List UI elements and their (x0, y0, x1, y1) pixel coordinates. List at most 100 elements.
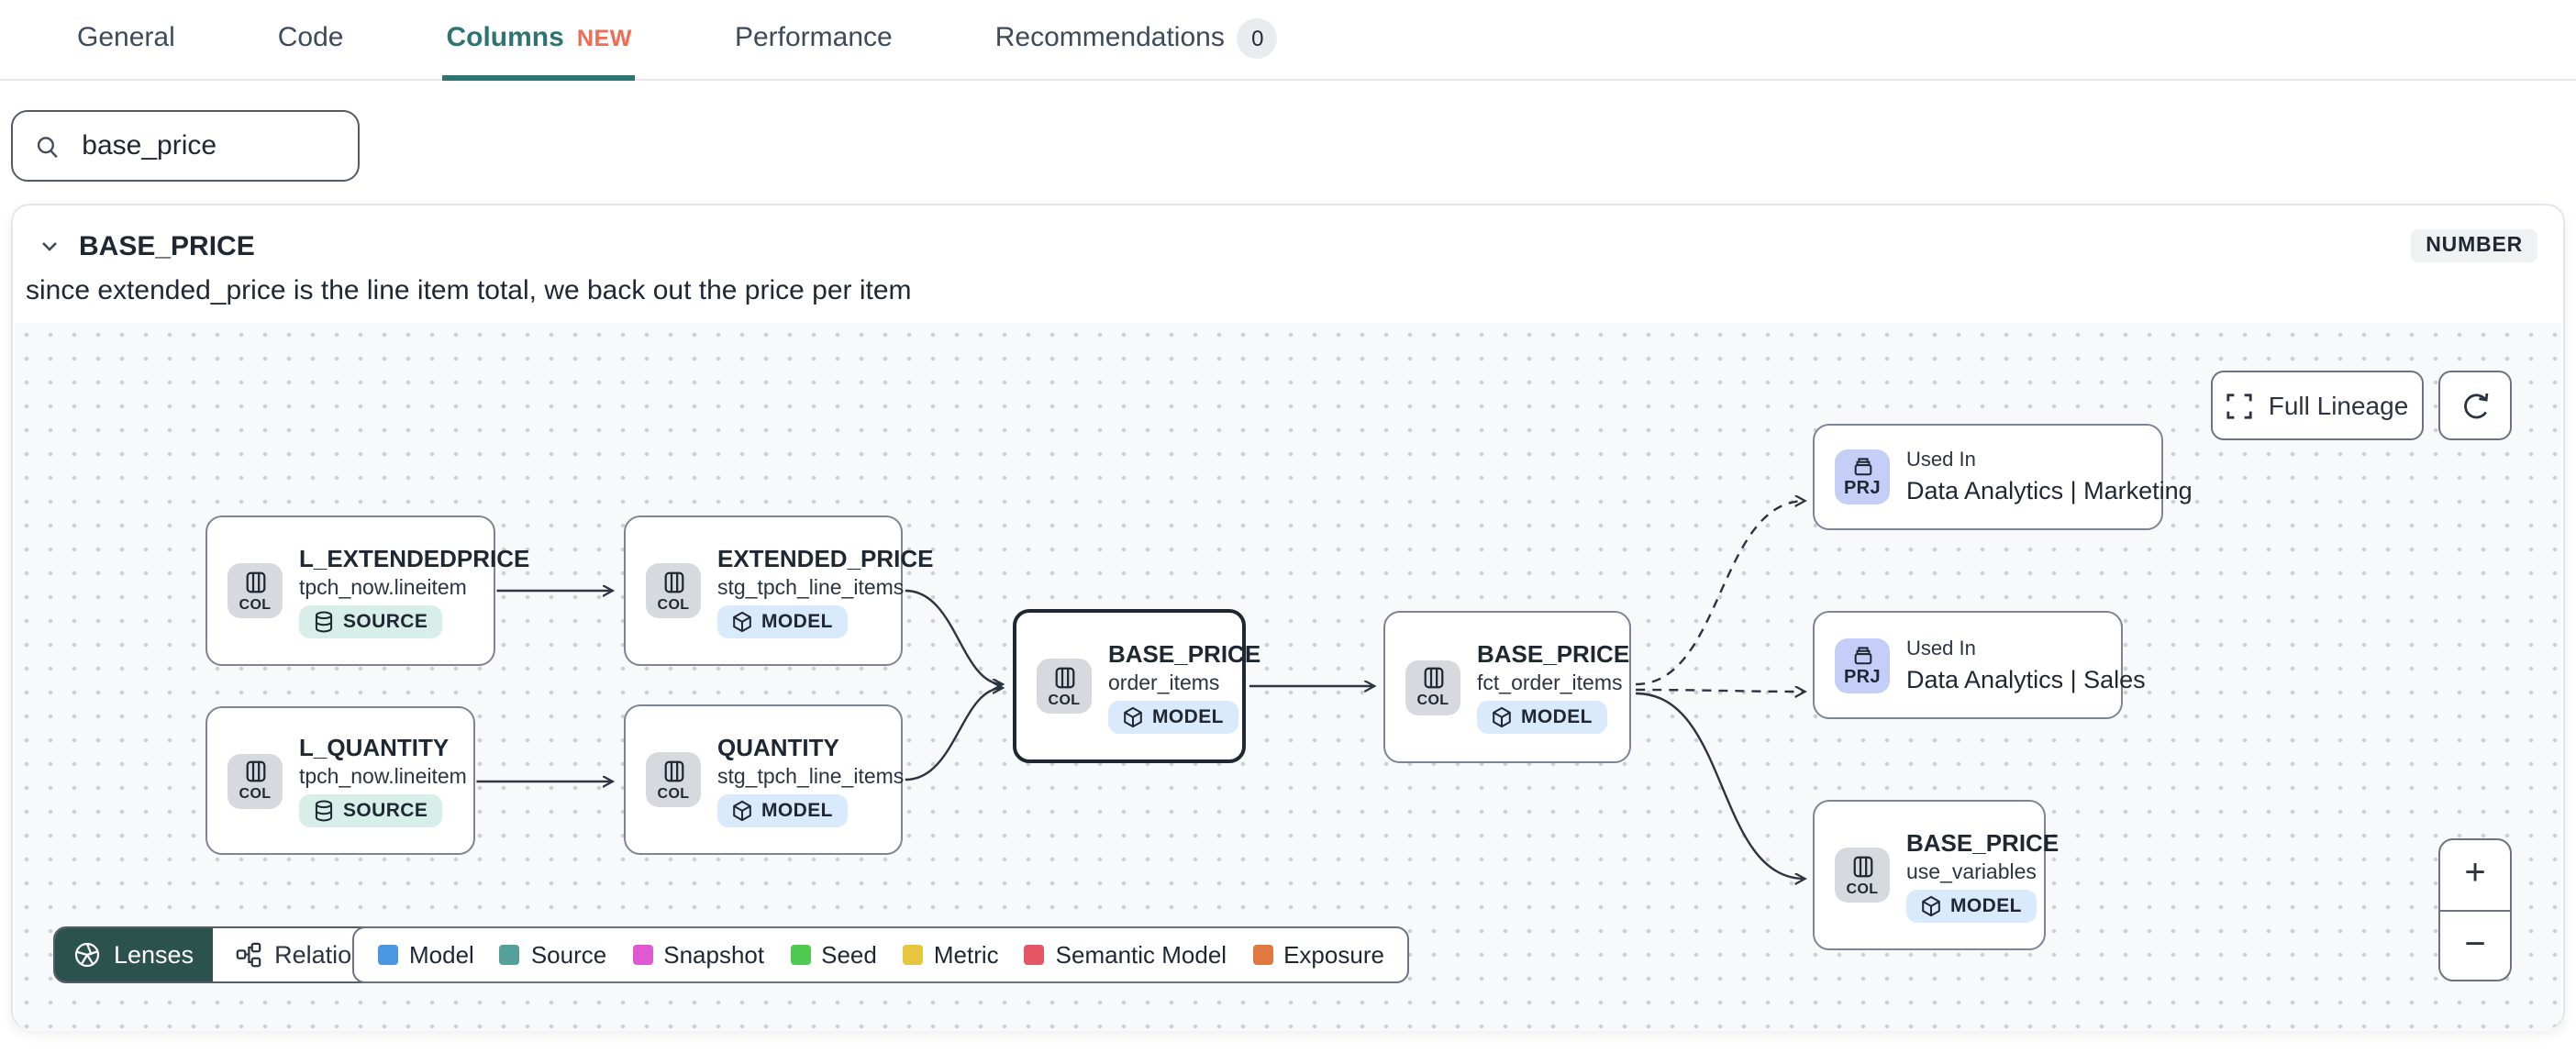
node-base-price-fct-order-items[interactable]: COL BASE_PRICE fct_order_items MODEL (1383, 611, 1631, 763)
project-icon (1853, 458, 1871, 476)
chip-label: COL (239, 785, 272, 802)
node-quantity[interactable]: COL QUANTITY stg_tpch_line_items MODEL (624, 704, 904, 855)
project-icon (1853, 646, 1871, 664)
badge-label: MODEL (761, 610, 833, 632)
lenses-button[interactable]: Lenses (55, 928, 213, 981)
exposure-swatch (1252, 945, 1273, 965)
legend-item-source: Source (499, 941, 606, 969)
columns-icon (663, 571, 683, 593)
column-chip-icon: COL (1835, 848, 1890, 903)
node-subtitle: use_variables (1906, 861, 2037, 883)
node-title: L_QUANTITY (299, 734, 450, 761)
column-chip-icon: COL (646, 752, 701, 807)
source-badge: SOURCE (299, 604, 443, 637)
model-badge: MODEL (1108, 700, 1238, 733)
node-used-in-marketing[interactable]: PRJ Used In Data Analytics | Marketing (1813, 424, 2193, 530)
columns-icon (245, 571, 265, 593)
lenses-icon (74, 942, 100, 968)
tab-general-label: General (77, 22, 175, 53)
badge-label: MODEL (1152, 705, 1224, 727)
cube-icon (1124, 705, 1142, 727)
badge-label: SOURCE (343, 800, 428, 822)
legend-item-seed: Seed (790, 941, 877, 969)
node-subtitle: fct_order_items (1477, 673, 1623, 695)
node-subtitle: stg_tpch_line_items (717, 577, 905, 599)
badge-label: MODEL (761, 799, 833, 821)
tab-recommendations[interactable]: Recommendations 0 (992, 0, 1282, 81)
model-badge: MODEL (717, 793, 848, 826)
model-badge: MODEL (1477, 701, 1607, 734)
node-l-quantity[interactable]: COL L_QUANTITY tpch_now.lineitem SOURCE (205, 706, 475, 855)
legend-item-model: Model (378, 941, 474, 969)
semantic-model-swatch (1024, 945, 1045, 965)
search-row (0, 81, 2576, 204)
search-input[interactable] (78, 128, 336, 163)
database-icon (315, 610, 333, 632)
node-title: BASE_PRICE (1108, 639, 1261, 667)
minus-icon: − (2464, 924, 2486, 965)
model-badge: MODEL (1906, 889, 2037, 922)
columns-icon (663, 759, 683, 781)
legend-item-semantic-model: Semantic Model (1024, 941, 1227, 969)
lenses-label: Lenses (114, 941, 194, 969)
node-used-in-sales[interactable]: PRJ Used In Data Analytics | Sales (1813, 611, 2146, 719)
column-chip-icon: COL (1405, 660, 1460, 715)
model-badge: MODEL (717, 604, 848, 637)
cube-icon (1922, 894, 1940, 916)
node-extended-price[interactable]: COL EXTENDED_PRICE stg_tpch_line_items M… (624, 515, 934, 666)
node-l-extendedprice[interactable]: COL L_EXTENDEDPRICE tpch_now.lineitem SO… (205, 515, 529, 666)
column-panel-header: BASE_PRICE NUMBER (13, 205, 2563, 266)
cube-icon (733, 610, 751, 632)
zoom-in-button[interactable]: + (2440, 840, 2510, 911)
chip-label: COL (239, 595, 272, 612)
tab-columns[interactable]: Columns NEW (442, 0, 636, 81)
new-badge: NEW (576, 25, 632, 50)
node-title: Used In (1906, 637, 1976, 660)
lineage-graph[interactable]: COL L_EXTENDEDPRICE tpch_now.lineitem SO… (15, 323, 2561, 1031)
chip-label: PRJ (1843, 667, 1882, 687)
columns-icon (1852, 855, 1872, 877)
expand-icon (2227, 393, 2253, 418)
refresh-button[interactable] (2438, 371, 2512, 440)
node-subtitle: tpch_now.lineitem (299, 767, 467, 789)
model-swatch (378, 945, 398, 965)
cube-icon (733, 799, 751, 821)
project-chip-icon: PRJ (1835, 449, 1890, 504)
badge-label: SOURCE (343, 610, 428, 632)
source-swatch (499, 945, 520, 965)
node-base-price-order-items[interactable]: COL BASE_PRICE order_items MODEL (1013, 609, 1260, 763)
chip-label: COL (1048, 691, 1081, 707)
node-base-price-use-variables[interactable]: COL BASE_PRICE use_variables MODEL (1813, 800, 2059, 950)
seed-swatch (790, 945, 811, 965)
cube-icon (1493, 706, 1511, 728)
tab-performance[interactable]: Performance (731, 0, 896, 81)
legend-item-metric: Metric (902, 941, 999, 969)
chip-label: COL (1846, 880, 1879, 896)
node-title: EXTENDED_PRICE (717, 544, 934, 571)
tab-code[interactable]: Code (274, 0, 348, 81)
badge-label: MODEL (1521, 706, 1593, 728)
columns-icon (1423, 667, 1443, 689)
columns-icon (245, 760, 265, 782)
node-subtitle: Data Analytics | Marketing (1906, 477, 2193, 504)
resource-legend: Model Source Snapshot Seed Metric Semant… (352, 926, 1410, 983)
tab-general[interactable]: General (73, 0, 179, 81)
legend-item-snapshot: Snapshot (632, 941, 764, 969)
lineage-edges (476, 323, 2561, 1031)
node-title: BASE_PRICE (1906, 828, 2060, 856)
tab-bar: General Code Columns NEW Performance Rec… (0, 0, 2576, 81)
full-lineage-button[interactable]: Full Lineage (2211, 371, 2424, 440)
chevron-down-icon[interactable] (39, 235, 61, 257)
column-chip-icon: COL (228, 753, 283, 808)
refresh-icon (2463, 392, 2488, 418)
node-subtitle: Data Analytics | Sales (1906, 665, 2146, 693)
column-chip-icon: COL (1037, 659, 1092, 714)
search-box[interactable] (11, 110, 360, 182)
zoom-out-button[interactable]: − (2440, 911, 2510, 980)
chip-label: COL (657, 595, 690, 612)
chip-label: COL (657, 784, 690, 801)
node-title: L_EXTENDEDPRICE (299, 544, 530, 571)
node-subtitle: tpch_now.lineitem (299, 577, 467, 599)
tab-performance-label: Performance (734, 22, 893, 53)
